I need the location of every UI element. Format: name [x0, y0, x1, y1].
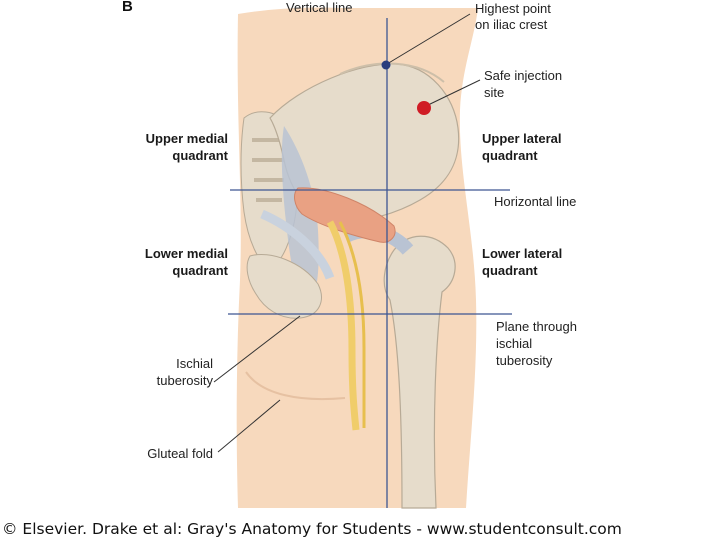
upper-lateral-label-line1: Upper lateral [482, 131, 561, 146]
ischial-tuberosity-label-line1: Ischial [90, 356, 213, 371]
upper-lateral-label-line2: quadrant [482, 148, 538, 163]
lower-lateral-label-line1: Lower lateral [482, 246, 562, 261]
lower-medial-label-line2: quadrant [92, 263, 228, 278]
vertical-line-label: Vertical line [286, 0, 352, 15]
ischial-tuberosity-label-line2: tuberosity [90, 373, 213, 388]
panel-letter: B [122, 0, 133, 15]
upper-medial-label-line2: quadrant [92, 148, 228, 163]
plane-label-line3: tuberosity [496, 353, 552, 368]
safe-site-label-line1: Safe injection [484, 68, 562, 83]
highest-point-marker [382, 61, 391, 70]
highest-point-label-line2: on iliac crest [475, 17, 547, 32]
highest-point-label-line1: Highest point [475, 1, 551, 16]
injection-site-marker [417, 101, 431, 115]
lower-lateral-label-line2: quadrant [482, 263, 538, 278]
upper-medial-label-line1: Upper medial [92, 131, 228, 146]
copyright-footer: © Elsevier. Drake et al: Gray's Anatomy … [0, 519, 720, 540]
gluteal-fold-label: Gluteal fold [90, 446, 213, 461]
plane-label-line2: ischial [496, 336, 532, 351]
horizontal-line-label: Horizontal line [494, 194, 576, 209]
plane-label-line1: Plane through [496, 319, 577, 334]
safe-site-label-line2: site [484, 85, 504, 100]
lower-medial-label-line1: Lower medial [92, 246, 228, 261]
